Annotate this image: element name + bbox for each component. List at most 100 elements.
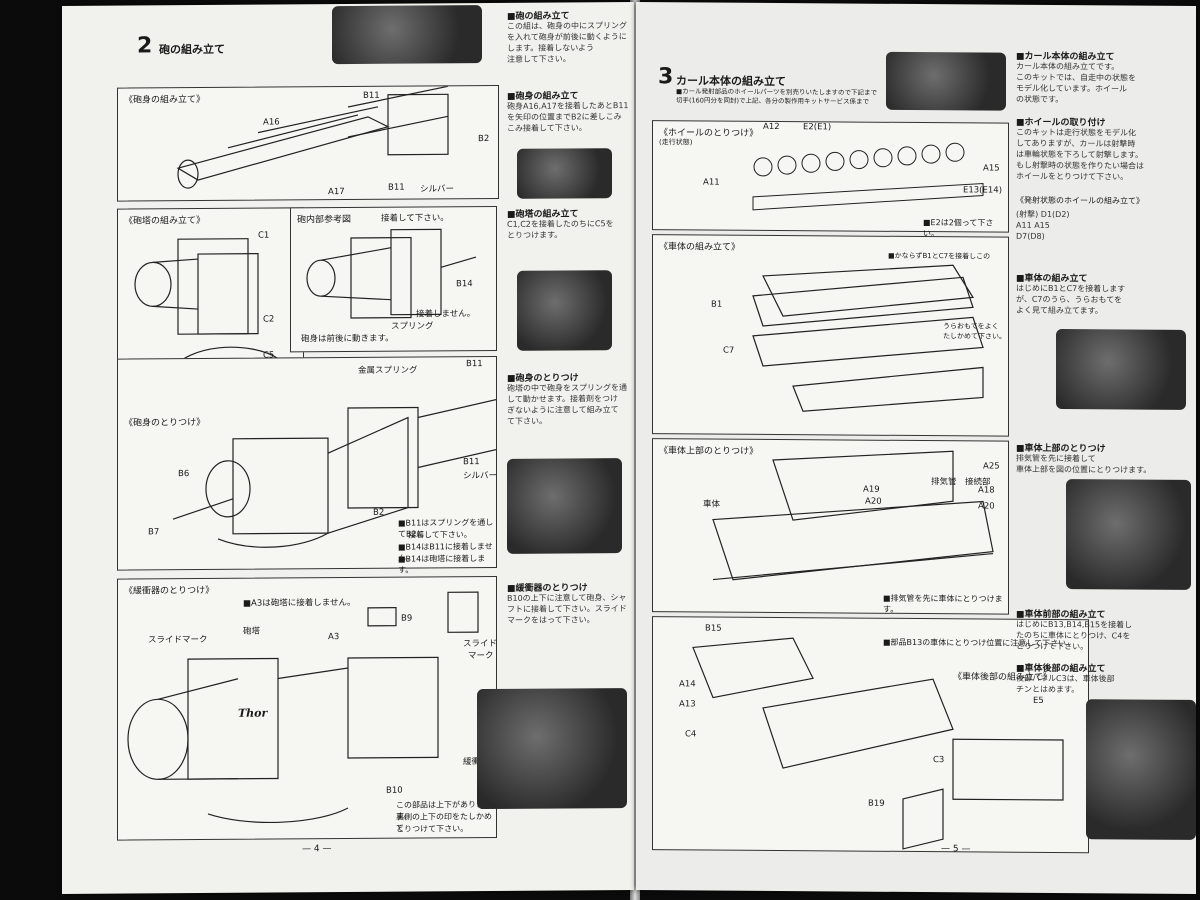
section-text: このキットは走行状態をモデル化してありますが、カールは射撃時は車輪状態を下ろして… — [1016, 127, 1144, 183]
part-label: B15 — [705, 623, 722, 634]
text-line: して動かせます。接着剤をつけ — [507, 394, 618, 404]
part-label: スプリング — [391, 321, 434, 332]
section-text: 排気管を先に接着して車体上部を図の位置にとりつけます。 — [1016, 453, 1151, 476]
step-number: 3 — [658, 64, 674, 90]
upper-hull-photo — [1066, 479, 1191, 590]
section-text: はじめにB13,B14,B15を接着したのちに車体にとりつけ、C4をとりつけて下… — [1016, 619, 1132, 653]
hull-photo — [1056, 328, 1186, 410]
assembled-gun-photo — [332, 5, 482, 65]
section-text: B10の上下に注意して砲身、シャフトに接着して下さい。スライドマークをはって下さ… — [507, 592, 627, 626]
road-wheel — [849, 150, 869, 170]
wheels-diagram — [752, 142, 984, 211]
text-line: 砲身A16,A17を接着したあとB11 — [507, 101, 629, 111]
right-sidebar-instructions: ■カール本体の組み立て カール本体の組み立てです。このキットでは、自走中の状態を… — [1016, 49, 1196, 840]
part-label: B11 — [466, 359, 483, 370]
section-text: 後部パネルC3は、車体後部チンとはめます。 — [1016, 673, 1115, 696]
text-line: 注意して下さい。 — [507, 54, 571, 64]
hull-assembly-panel: 《車体の組み立て》 B1 C7 ■かならずB1とC7を接着しこの うらおもてをよ… — [652, 234, 1009, 437]
part-label: A20 — [865, 496, 882, 507]
road-wheel — [921, 144, 941, 164]
part-label: E2(E1) — [803, 122, 832, 133]
part-label: A17 — [328, 187, 345, 198]
part-label: 砲身は前後に動きます。 — [301, 333, 394, 345]
part-label: A14 — [679, 679, 696, 690]
section-text: 砲塔の中で砲身をスプリングを通して動かせます。接着剤をつけぎないように注意して組… — [507, 382, 627, 427]
part-label: B2 — [478, 134, 490, 145]
part-label: 接着しません。 — [416, 309, 476, 320]
text-line: を矢印の位置までB2に差しこみ — [507, 112, 622, 122]
part-label: シルバー — [420, 184, 455, 195]
part-label: E5 — [1033, 695, 1044, 706]
text-line: マークをはって下さい。 — [507, 615, 595, 625]
part-label: B6 — [178, 469, 190, 480]
road-wheel — [825, 151, 845, 171]
buffer-photo — [477, 688, 627, 810]
part-label: C4 — [685, 729, 697, 740]
text-line: D7(D8) — [1016, 231, 1045, 241]
part-label: A16 — [263, 117, 280, 128]
part-label: A20 — [978, 501, 995, 512]
part-label: B7 — [148, 527, 160, 538]
part-label: A25 — [983, 461, 1000, 472]
text-line: します。接着しないよう — [507, 43, 595, 53]
part-label: B10 — [386, 785, 403, 796]
part-label: B11 — [463, 457, 480, 468]
note-line: ■B14は砲塔に接着します。 — [398, 554, 486, 575]
turret-assembly-panel: 《砲塔の組み立て》 C1 C2 C5 — [117, 207, 304, 389]
part-label: 接着して下さい。 — [381, 213, 449, 224]
buffer-mount-panel: 《緩衝器のとりつけ》 ■A3は砲塔に接着しません。 B9 砲塔 スライドマーク … — [117, 575, 506, 841]
section-text: C1,C2を接着したのちにC5をとりつけます。 — [507, 218, 614, 241]
interior-diagram — [306, 228, 477, 319]
text-line: よく見て組み立てます。 — [1016, 305, 1103, 316]
text-line: 排気管を先に接着して — [1016, 453, 1096, 464]
part-label: 車体 — [703, 499, 721, 510]
mount-diagram — [172, 396, 496, 548]
part-label: マーク — [468, 650, 494, 662]
part-label: A3 — [328, 632, 340, 643]
road-wheel — [897, 146, 917, 166]
text-line: を入れて砲身が前後に動くように — [507, 32, 627, 42]
road-wheel — [801, 153, 821, 173]
text-line: フトに接着して下さい。スライド — [507, 604, 627, 614]
text-line: この組は、砲身の中にスプリング — [507, 21, 627, 31]
note-line: とりつけて下さい。 — [396, 824, 469, 834]
part-label: B1 — [711, 299, 723, 310]
text-line: 車体上部を図の位置にとりつけます。 — [1016, 464, 1152, 475]
text-line: はじめにB13,B14,B15を接着し — [1016, 619, 1133, 630]
turret-photo — [517, 270, 612, 351]
part-label: Thor — [238, 706, 268, 720]
note-line: 接着して下さい。 — [408, 530, 472, 540]
note-line: たしかめて下さい。 — [943, 332, 1006, 341]
turret-diagram — [134, 238, 279, 370]
right-page: 3 カール本体の組み立て ■カール発射部品のホイールパーツを別売りいたしますので… — [636, 2, 1196, 894]
upper-hull-panel: 《車体上部のとりつけ》 A25 排気管 接続部 A19 A18 A20 A20 … — [652, 438, 1009, 615]
wheel-rail — [752, 182, 984, 211]
section-text: カール本体の組み立てです。このキットでは、自走中の状態をモデル化しています。ホイ… — [1016, 61, 1136, 106]
part-label: 金属スプリング — [358, 365, 418, 376]
road-wheel — [753, 157, 773, 177]
part-label: 砲塔 — [243, 626, 261, 637]
text-line: とりつけます。 — [507, 230, 563, 240]
text-line: こみ接着して下さい。 — [507, 123, 587, 133]
part-label: スライドマーク — [148, 634, 208, 646]
text-line: チンとはめます。 — [1016, 684, 1080, 695]
left-sidebar-instructions: ■砲の組み立て この組は、砲身の中にスプリングを入れて砲身が前後に動くようにしま… — [477, 8, 632, 810]
text-line: してありますが、カールは射撃時 — [1016, 138, 1136, 149]
text-line: の状態です。 — [1016, 94, 1064, 105]
step-title: 砲の組み立て — [159, 42, 225, 57]
rear-hull-photo — [1086, 699, 1196, 840]
barrel-photo — [517, 148, 612, 199]
text-line: 砲塔の中で砲身をスプリングを通 — [507, 383, 627, 393]
text-line: カール本体の組み立てです。 — [1016, 61, 1120, 72]
section-text: この組は、砲身の中にスプリングを入れて砲身が前後に動くようにします。接着しないよ… — [507, 20, 627, 65]
left-page: 2 砲の組み立て 《砲身の組み立て》 A16 B11 B2 A17 B11 シル… — [62, 2, 634, 894]
front-hull-diagram — [692, 637, 1064, 850]
part-label: E13(E14) — [963, 185, 1003, 196]
page-number: — 5 — — [941, 844, 971, 855]
note-line: ■排気管を先に車体にとりつけます。 — [883, 593, 1003, 614]
text-line: とりつけて下さい。 — [1016, 641, 1089, 652]
hull-diagram — [752, 264, 984, 412]
page-number: — 4 — — [302, 844, 332, 855]
text-line: が、C7のうら、うらおもてを — [1016, 294, 1123, 305]
